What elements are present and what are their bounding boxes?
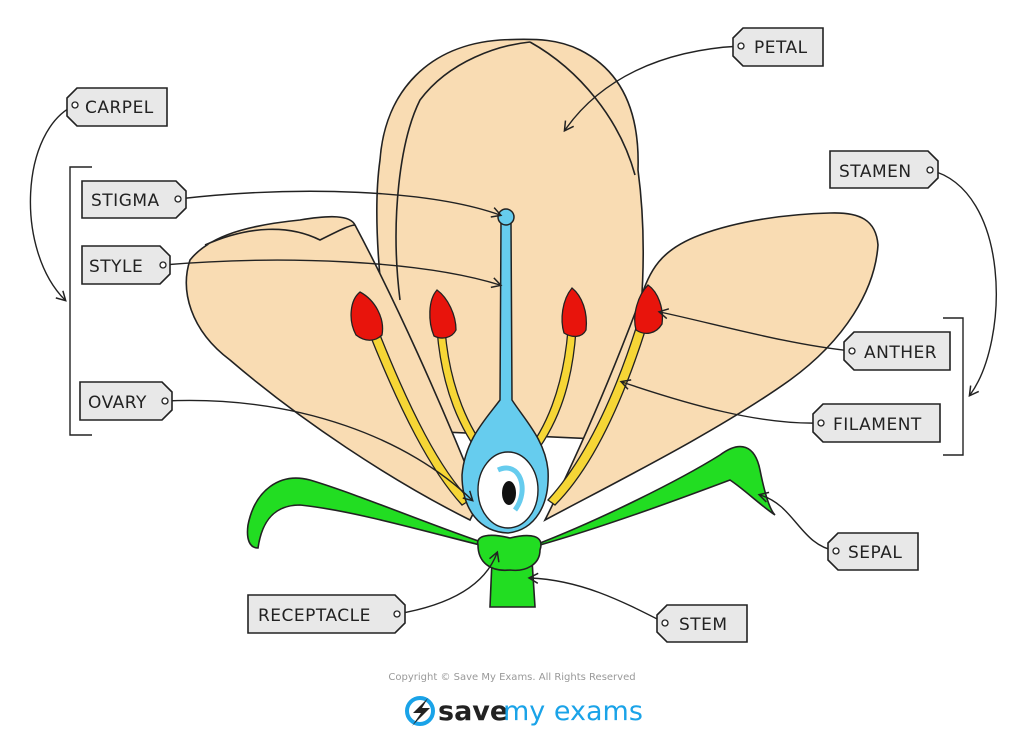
left-petal [185, 215, 481, 522]
label-text: OVARY [88, 393, 147, 413]
label-text: STIGMA [91, 191, 160, 211]
label-text: CARPEL [85, 98, 154, 118]
label-text: PETAL [754, 38, 808, 58]
label-text: ANTHER [864, 343, 937, 363]
label-carpel: CARPEL [66, 87, 168, 127]
sepal-leader [757, 491, 837, 552]
carpel-leader [29, 104, 76, 302]
anther-leader [657, 308, 853, 352]
stigma-leader [177, 190, 503, 218]
back-petal-fold [395, 41, 531, 301]
style-leader [162, 259, 503, 289]
lightning-icon [405, 696, 435, 726]
label-style: STYLE [81, 245, 171, 285]
left-sepal [246, 477, 491, 549]
label-stigma: STIGMA [81, 180, 187, 219]
label-petal: PETAL [732, 27, 824, 67]
anther [561, 287, 588, 338]
stamen-leader [929, 169, 997, 398]
label-text: RECEPTACLE [258, 606, 371, 626]
style [461, 221, 549, 534]
carpel [461, 208, 549, 534]
stigma [497, 208, 515, 226]
ovule [502, 481, 516, 505]
label-text: STYLE [89, 257, 143, 277]
logo-myexams: my exams [503, 696, 643, 727]
anther [634, 284, 664, 335]
label-filament: FILAMENT [812, 403, 941, 443]
stem-leader [527, 572, 666, 624]
logo-save: save [438, 696, 508, 727]
label-text: FILAMENT [833, 415, 922, 435]
petal-leader [563, 45, 742, 133]
right-petal [543, 212, 879, 522]
ovule [496, 465, 525, 512]
stamens [350, 284, 664, 506]
label-ovary: OVARY [79, 381, 173, 421]
anther [350, 291, 384, 341]
label-sepal: SEPAL [827, 532, 919, 571]
copyright-text: Copyright © Save My Exams. All Rights Re… [388, 672, 635, 683]
receptacle [476, 534, 542, 572]
carpel-bracket [69, 166, 92, 436]
label-stem: STEM [656, 604, 748, 643]
anther [429, 289, 457, 339]
save-my-exams-logo: save my exams [405, 696, 643, 727]
label-text: STEM [679, 615, 728, 635]
left-petal-fold [204, 224, 356, 246]
stamen-bracket [943, 317, 964, 456]
filament-leader [619, 379, 822, 424]
label-stamen: STAMEN [829, 150, 939, 189]
label-receptacle: RECEPTACLE [247, 594, 406, 634]
ovary-leader [164, 399, 474, 502]
receptacle-leader [396, 550, 500, 615]
label-anther: ANTHER [843, 331, 951, 371]
label-text: SEPAL [848, 543, 902, 563]
label-text: STAMEN [839, 162, 912, 182]
